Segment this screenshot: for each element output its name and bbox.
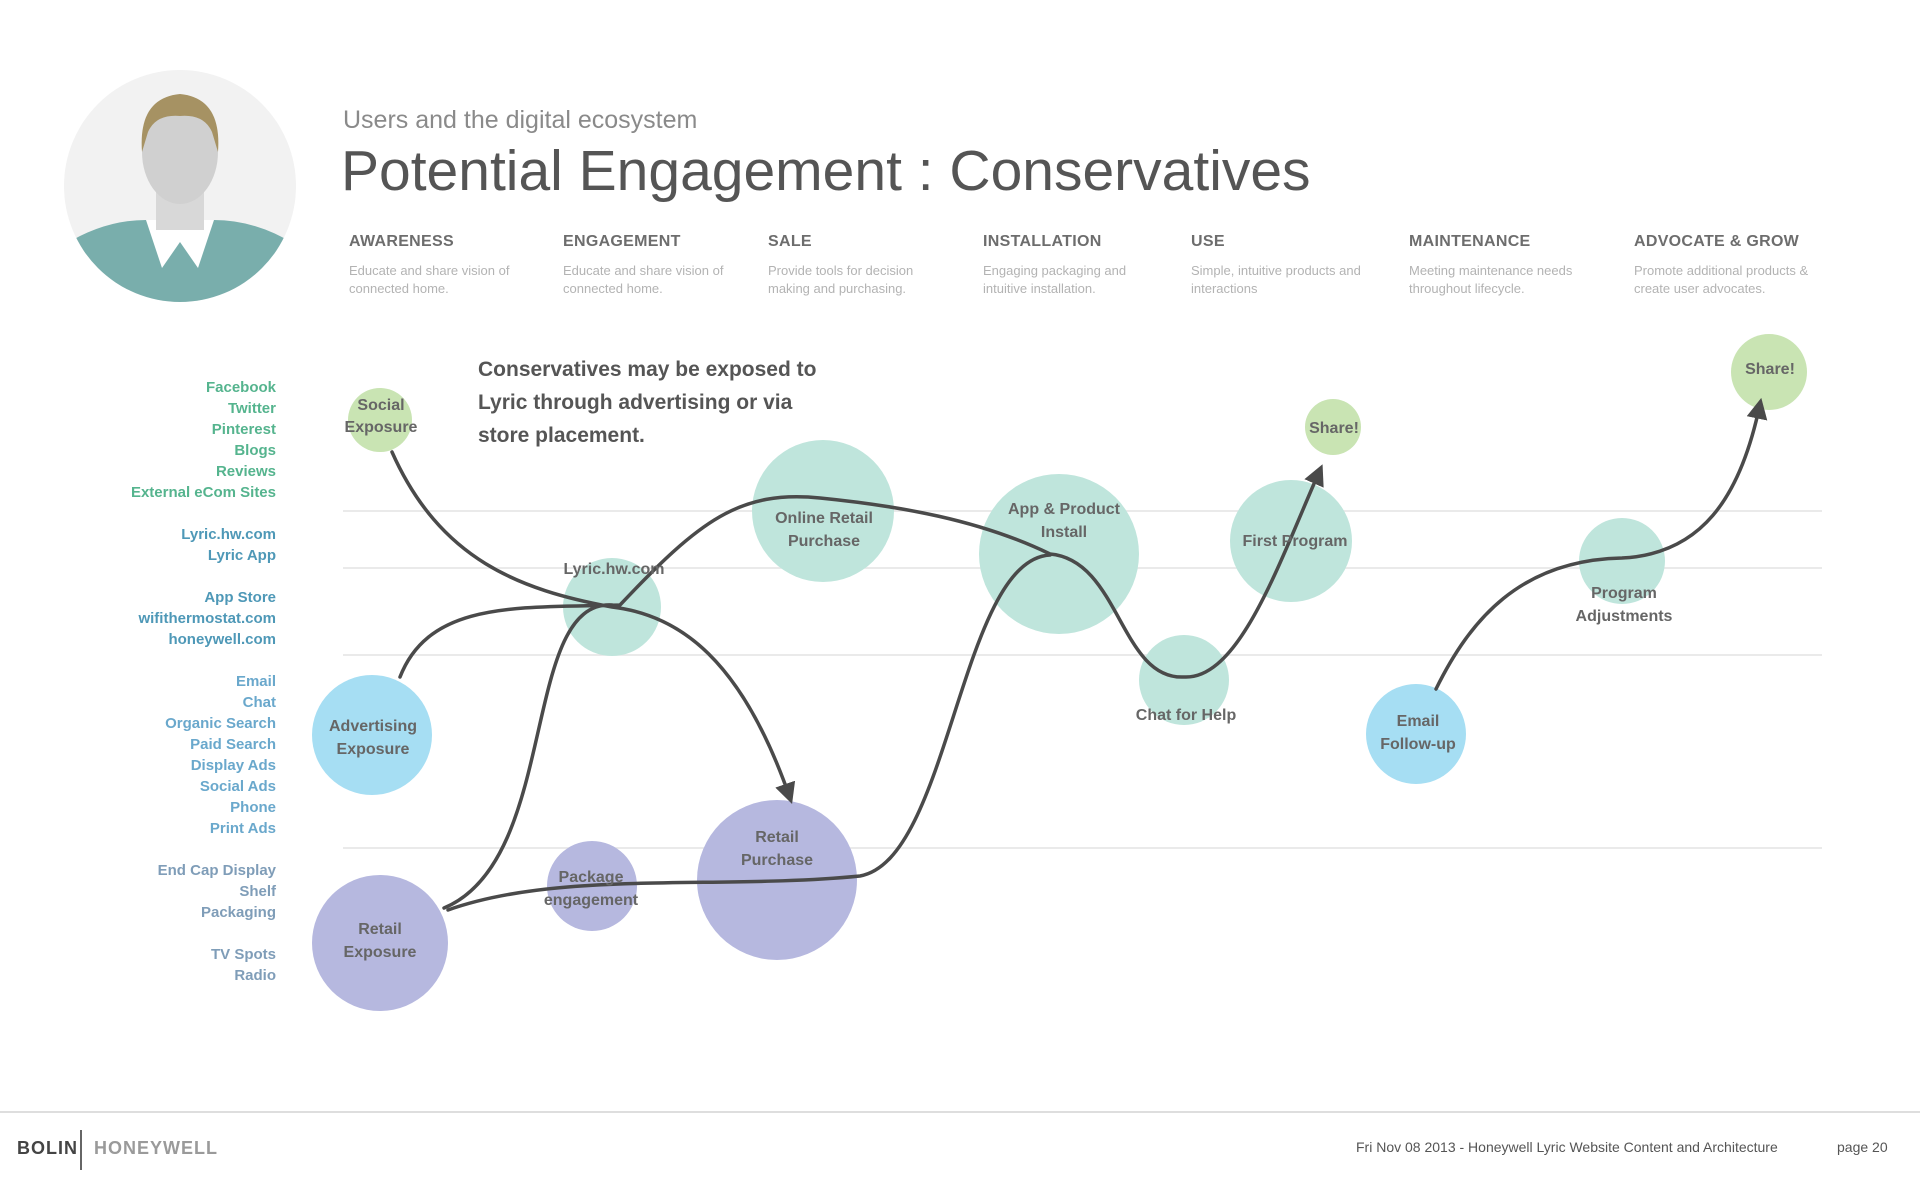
stage-description: Meeting maintenance needs throughout lif…	[1409, 263, 1573, 296]
channel-group-web: App Store wifithermostat.com honeywell.c…	[131, 587, 276, 650]
email-follow-up-bubble	[1366, 684, 1466, 784]
lyric-hw-com-label: Lyric.hw.com	[563, 561, 664, 578]
brand-separator	[80, 1130, 82, 1170]
channel-item: Facebook	[205, 379, 276, 396]
channel-item: Packaging	[200, 904, 276, 921]
channel-item: Print Ads	[209, 820, 276, 837]
stage-description: Educate and share vision of connected ho…	[563, 263, 724, 296]
stage-description: Promote additional products & create use…	[1634, 263, 1809, 296]
channel-group-digital: Email Chat Organic Search Paid Search Di…	[131, 671, 276, 839]
stage-name: ADVOCATE & GROW	[1634, 233, 1800, 250]
channel-item: wifithermostat.com	[138, 610, 276, 627]
channel-item: App Store	[204, 589, 276, 606]
program-adjustments-bubble	[1579, 518, 1665, 604]
retail-exposure-bubble	[312, 875, 448, 1011]
footer-caption: Fri Nov 08 2013 - Honeywell Lyric Websit…	[1356, 1139, 1778, 1155]
client-name: HONEYWELL	[94, 1138, 218, 1158]
stage-awareness: AWARENESS Educate and share vision of co…	[349, 233, 539, 298]
channel-list: Facebook Twitter Pinterest Blogs Reviews…	[131, 377, 276, 1007]
stage-sale: SALE Provide tools for decision making a…	[768, 233, 958, 298]
channel-item: Phone	[230, 799, 276, 816]
channel-item: TV Spots	[210, 946, 276, 963]
share-use-label: Share!	[1309, 420, 1359, 437]
channel-group-broadcast: TV Spots Radio	[131, 944, 276, 986]
journey-path	[1434, 397, 1768, 691]
channel-item: Reviews	[215, 463, 276, 480]
stage-advocate-grow: ADVOCATE & GROW Promote additional produ…	[1634, 233, 1824, 298]
page-number: page 20	[1837, 1139, 1888, 1155]
page-title: Potential Engagement : Conservatives	[341, 139, 1311, 203]
channel-item: Radio	[234, 967, 276, 984]
journey-path	[398, 464, 1324, 679]
channel-group-retail: End Cap Display Shelf Packaging	[131, 860, 276, 923]
channel-item: Shelf	[239, 883, 276, 900]
channel-item: Organic Search	[165, 715, 276, 732]
stage-description: Provide tools for decision making and pu…	[768, 263, 914, 296]
stage-name: ENGAGEMENT	[563, 233, 681, 250]
channel-item: Email	[235, 673, 276, 690]
first-program-label: First Program	[1243, 533, 1348, 550]
channel-item: Social Ads	[199, 778, 276, 795]
chat-for-help-label: Chat for Help	[1136, 707, 1237, 724]
channel-group-social: Facebook Twitter Pinterest Blogs Reviews…	[131, 377, 276, 503]
page-subtitle: Users and the digital ecosystem	[343, 106, 698, 134]
stage-engagement: ENGAGEMENT Educate and share vision of c…	[563, 233, 753, 298]
channel-item: Lyric App	[207, 547, 276, 564]
stage-description: Simple, intuitive products and interacti…	[1191, 263, 1361, 296]
channel-item: Chat	[242, 694, 276, 711]
channel-item: Twitter	[227, 400, 276, 417]
share-use-bubble	[1305, 399, 1361, 455]
stage-description: Educate and share vision of connected ho…	[349, 263, 510, 296]
channel-group-owned: Lyric.hw.com Lyric App	[131, 524, 276, 566]
brand-logo: BOLIN	[17, 1138, 78, 1158]
stage-name: AWARENESS	[349, 233, 454, 250]
channel-item: honeywell.com	[168, 631, 276, 648]
channel-item: Paid Search	[190, 736, 276, 753]
social-exposure-bubble	[348, 388, 412, 452]
stage-use: USE Simple, intuitive products and inter…	[1191, 233, 1381, 298]
stage-installation: INSTALLATION Engaging packaging and intu…	[983, 233, 1173, 298]
stage-name: MAINTENANCE	[1409, 233, 1531, 250]
journey-path	[446, 553, 1052, 912]
journey-path	[442, 603, 614, 910]
callout-text: Conservatives may be exposed to Lyric th…	[478, 358, 817, 447]
chat-for-help-bubble	[1139, 635, 1229, 725]
share-advocate-label: Share!	[1745, 361, 1795, 378]
stage-name: INSTALLATION	[983, 233, 1102, 250]
share-advocate-bubble	[1731, 334, 1807, 410]
stage-name: SALE	[768, 233, 812, 250]
channel-item: Lyric.hw.com	[181, 526, 276, 543]
online-retail-purchase-bubble	[752, 440, 894, 582]
channel-item: Blogs	[234, 442, 276, 459]
channel-item: Pinterest	[211, 421, 276, 438]
stage-maintenance: MAINTENANCE Meeting maintenance needs th…	[1409, 233, 1599, 298]
stage-name: USE	[1191, 233, 1225, 250]
advertising-exposure-bubble	[312, 675, 432, 795]
channel-item: External eCom Sites	[130, 484, 276, 501]
footer-divider	[0, 1111, 1920, 1113]
user-avatar	[64, 70, 296, 302]
channel-item: End Cap Display	[157, 862, 276, 879]
journey-path	[390, 450, 796, 804]
stage-description: Engaging packaging and intuitive install…	[983, 263, 1127, 296]
channel-item: Display Ads	[190, 757, 276, 774]
